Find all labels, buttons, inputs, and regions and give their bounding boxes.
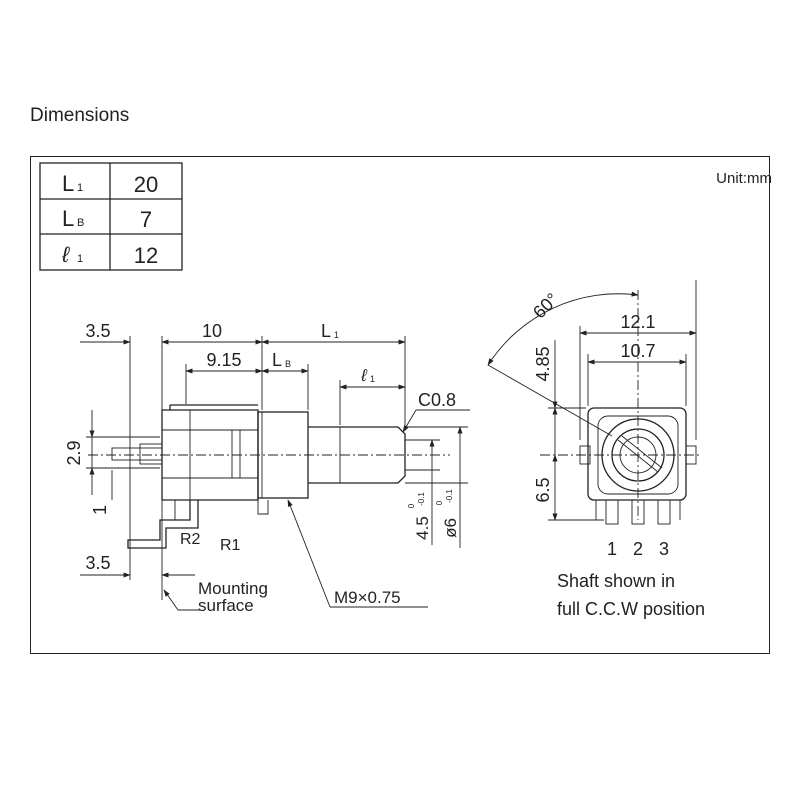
- dim-c0-8: C0.8: [418, 390, 456, 410]
- table-sub-l1: 1: [77, 182, 83, 194]
- dim-6-tol-dn: -0.1: [445, 489, 454, 503]
- side-view: 3.5 10 L 1 9.15 L B ℓ 1 C0.8 2.9 1 R2: [64, 321, 470, 615]
- front-view: 60° 12.1 10.7 4.85 6.5 1 2 3 Shaft shown…: [487, 280, 705, 619]
- dim-lb-sub: B: [285, 359, 291, 369]
- dim-l1-sym: L: [321, 321, 331, 341]
- table-sub-l1-small: 1: [77, 253, 83, 265]
- label-thread: M9×0.75: [334, 588, 401, 607]
- dimension-table: L 1 20 L B 7 ℓ 1 12: [39, 162, 183, 271]
- dim-lb-sym: L: [272, 350, 282, 370]
- dim-9-15: 9.15: [206, 350, 241, 370]
- dim-4-5-tol-up: 0: [407, 503, 416, 508]
- table-sym-l1-small: ℓ: [61, 242, 70, 267]
- unit-label: Unit:mm: [716, 170, 772, 187]
- dim-6-tol-up: 0: [435, 500, 444, 505]
- label-mounting: Mounting: [198, 579, 268, 598]
- dim-3-5-bottom: 3.5: [85, 553, 110, 573]
- dim-dia-6: ø6: [441, 518, 460, 538]
- dim-l1-small-sym: ℓ: [360, 366, 367, 385]
- pin-3-label: 3: [659, 539, 669, 559]
- pin-1-label: 1: [607, 539, 617, 559]
- dim-4-5: 4.5: [413, 516, 432, 540]
- dim-6-5: 6.5: [533, 477, 553, 502]
- dim-l1-small-sub: 1: [370, 374, 375, 384]
- dim-3-5-top: 3.5: [85, 321, 110, 341]
- table-sym-l1: L: [62, 171, 74, 196]
- dim-4-85: 4.85: [533, 346, 553, 381]
- table-val-l1: 20: [134, 172, 158, 197]
- dim-4-5-tol-dn: -0.1: [417, 492, 426, 506]
- dim-10-7: 10.7: [620, 341, 655, 361]
- label-r2: R2: [180, 531, 201, 548]
- pin-2-label: 2: [633, 539, 643, 559]
- dim-10: 10: [202, 321, 222, 341]
- note-line-1: Shaft shown in: [557, 571, 675, 591]
- table-val-lb: 7: [140, 207, 152, 232]
- table-sym-lb: L: [62, 206, 74, 231]
- page-title: Dimensions: [30, 105, 130, 126]
- dim-2-9: 2.9: [64, 440, 84, 465]
- drawing-frame: [30, 156, 770, 654]
- dim-l1-sub: 1: [334, 330, 339, 340]
- note-line-2: full C.C.W position: [557, 599, 705, 619]
- dim-1: 1: [90, 505, 110, 515]
- label-r1: R1: [220, 537, 241, 554]
- table-val-l1-small: 12: [134, 243, 158, 268]
- dim-12-1: 12.1: [620, 312, 655, 332]
- dim-angle: 60°: [529, 289, 562, 322]
- label-surface: surface: [198, 596, 254, 615]
- table-sub-lb: B: [77, 217, 84, 229]
